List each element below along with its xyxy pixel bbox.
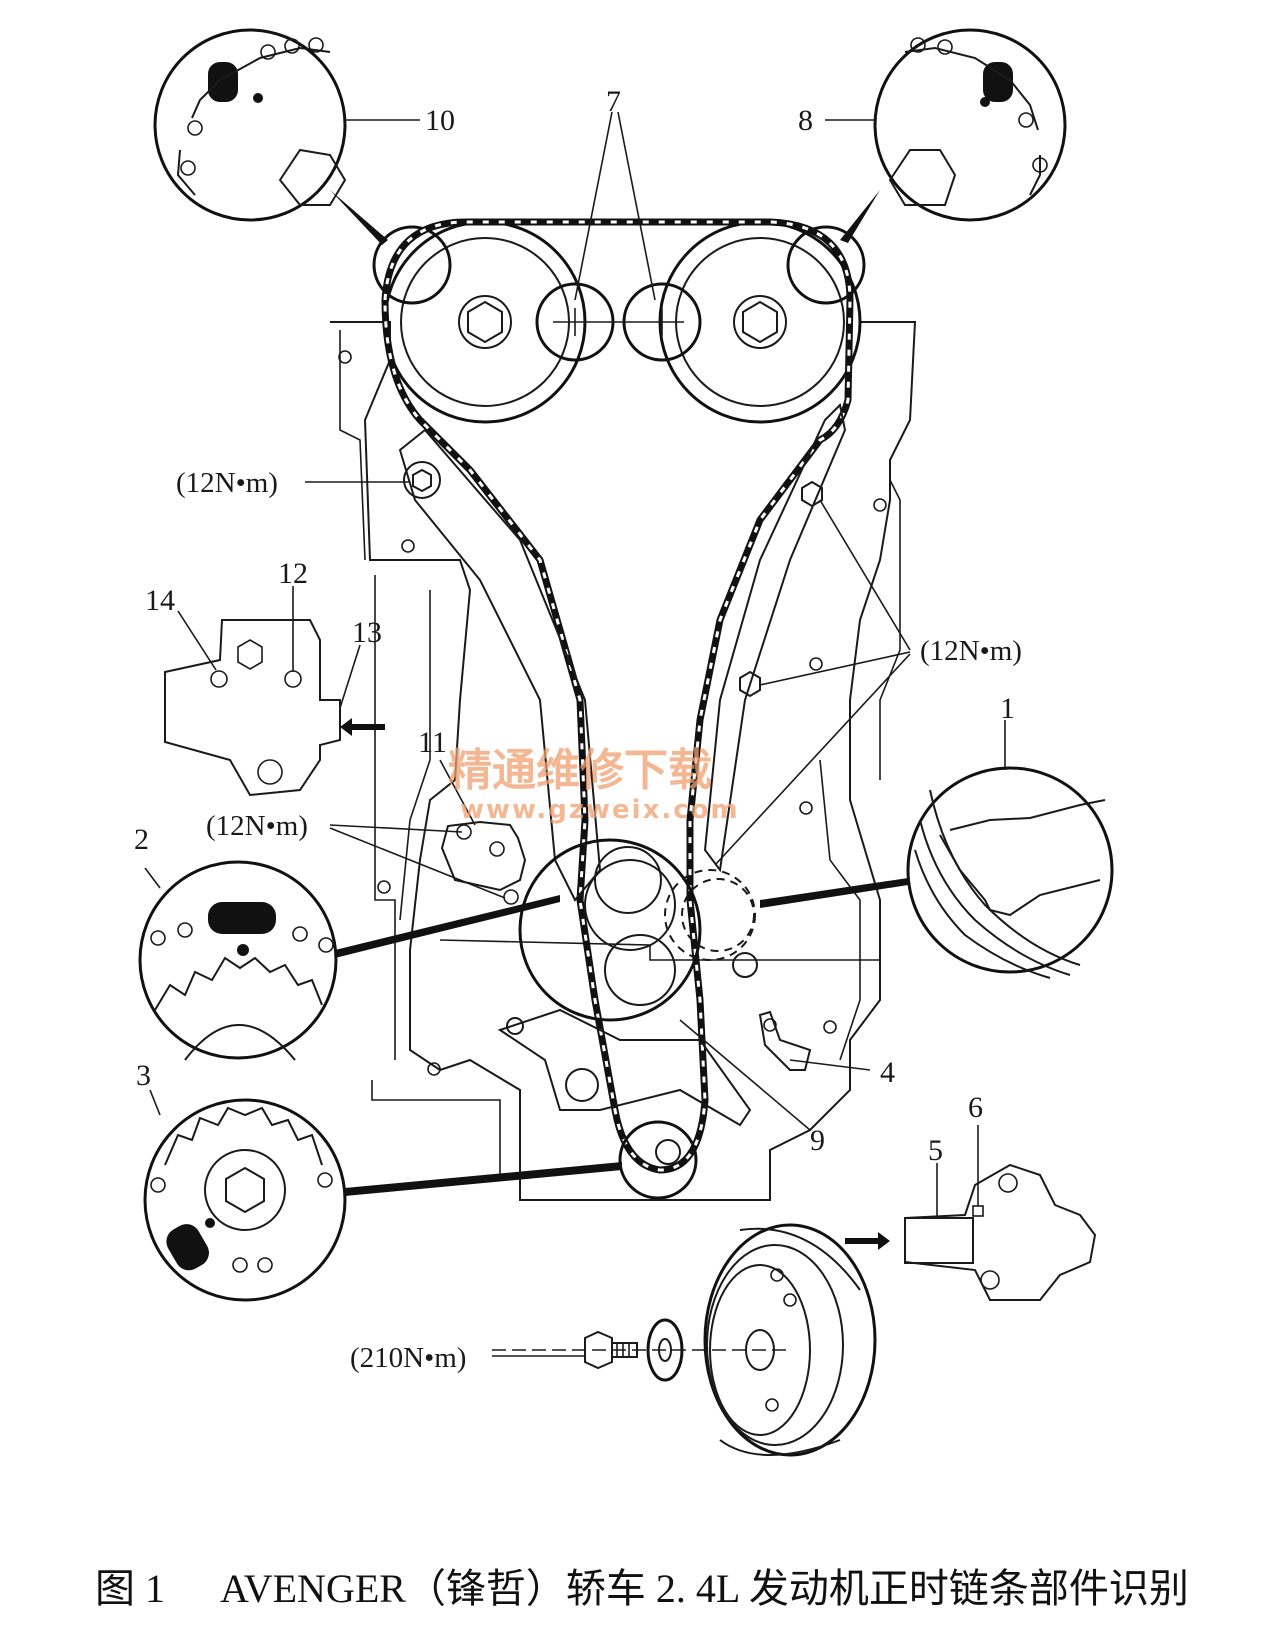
callout-6: 6 (968, 1091, 983, 1124)
watermark-url: www.gzweix.com (460, 795, 740, 825)
callout-11: 11 (418, 726, 447, 759)
tensioner-assembly-left (164, 586, 385, 797)
callout-14: 14 (145, 584, 175, 617)
leader-lines (144, 111, 911, 1357)
crankshaft-pulley (703, 1223, 877, 1457)
callout-4: 4 (880, 1056, 895, 1089)
detail-circle-8 (825, 28, 1067, 243)
plated-link-circle-right (786, 225, 866, 305)
callout-12: 12 (278, 557, 308, 590)
callout-3: 3 (136, 1059, 151, 1092)
figure-title: AVENGER（锋哲）轿车 2. 4L 发动机正时链条部件识别 (220, 1566, 1189, 1611)
detail-circle-2 (138, 860, 560, 1061)
torque-guide-bolt-left: (12N•m) (176, 467, 278, 499)
engine-cover-outline (330, 321, 917, 1201)
detail-circle-1 (664, 720, 1114, 979)
callout-7: 7 (606, 85, 621, 118)
figure-number: 图 1 (95, 1566, 165, 1611)
callout-9: 9 (810, 1124, 825, 1157)
watermark-text: 精通维修下载 (448, 745, 712, 796)
tensioner-assembly-right (845, 1125, 1097, 1301)
balance-sprocket-detail (618, 1120, 698, 1200)
torque-tensioner-bolts: (12N•m) (206, 810, 308, 842)
torque-guide-bolts-right: (12N•m) (920, 635, 1022, 667)
figure-caption: 图 1 AVENGER（锋哲）轿车 2. 4L 发动机正时链条部件识别 (95, 1556, 1255, 1612)
timing-chain (381, 218, 854, 1174)
detail-circle-10 (153, 28, 420, 245)
plated-link-circle-left (372, 225, 452, 305)
callout-8: 8 (798, 104, 813, 137)
chain-guide-right (703, 402, 847, 873)
torque-crank-bolt: (210N•m) (350, 1342, 466, 1374)
callout-5: 5 (928, 1134, 943, 1167)
callout-2: 2 (134, 823, 149, 856)
chain-tensioner-body (440, 820, 527, 905)
callout-13: 13 (352, 616, 382, 649)
chain-guide-left (398, 428, 602, 902)
callout-10: 10 (425, 104, 455, 137)
detail-circle-3 (143, 1098, 622, 1302)
callout-1: 1 (1000, 692, 1015, 725)
exhaust-cam-sprocket (658, 220, 862, 424)
